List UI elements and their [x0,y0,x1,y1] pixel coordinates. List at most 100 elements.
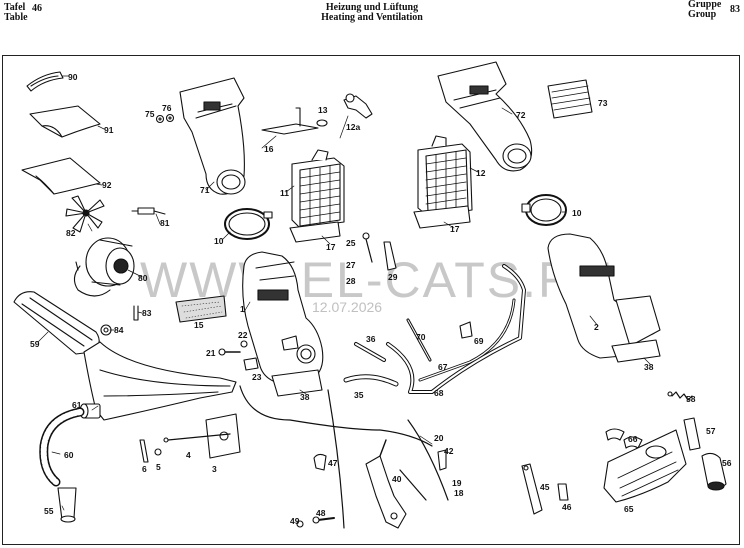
part-23-bracket [243,357,259,371]
label-55: 55 [44,506,54,516]
page-title-de: Heizung und Lüftung [325,2,419,13]
label-60: 60 [64,450,74,460]
part-11-heater-core [289,149,345,243]
label-84: 84 [114,325,124,335]
label-29: 29 [388,272,398,282]
part-2-heater-housing [547,233,661,363]
group-label-en: Group [688,9,717,20]
part-81-resistor [131,207,166,215]
part-5-nut [154,448,162,456]
part-number-labels: 90 91 92 82 81 80 84 83 59 75 76 71 10 1… [30,72,732,526]
label-19: 19 [452,478,462,488]
part-49-washer [296,520,304,528]
label-67: 67 [438,362,448,372]
label-10-left: 10 [214,236,224,246]
label-13: 13 [318,105,328,115]
page-title-en: Heating and Ventilation [321,12,423,23]
label-27: 27 [346,260,356,270]
label-40: 40 [392,474,402,484]
label-1: 1 [240,304,245,314]
label-45: 45 [540,482,550,492]
label-15: 15 [194,320,204,330]
part-1-heater-housing [242,251,324,397]
label-10-right: 10 [572,208,582,218]
part-69-clip [459,321,473,339]
label-28: 28 [346,276,356,286]
label-76: 76 [162,103,172,113]
part-75-76-washers [155,113,175,124]
page-title: Heizung und Lüftung Heating and Ventilat… [0,3,744,23]
label-12: 12 [476,168,486,178]
part-56-cap [701,452,727,491]
part-68-pipe [386,264,526,394]
part-82-fan [65,195,105,233]
part-67-pipe [418,298,516,382]
label-82: 82 [66,228,76,238]
label-69: 69 [474,336,484,346]
label-71: 71 [200,185,210,195]
label-75: 75 [145,109,155,119]
part-65-grille-cover [603,429,687,503]
part-18-cable [399,419,449,501]
label-83: 83 [142,308,152,318]
label-59: 59 [30,339,40,349]
label-49: 49 [290,516,300,526]
label-6: 6 [142,464,147,474]
group-label: Gruppe Group [688,0,721,20]
label-17-right: 17 [450,224,460,234]
label-47: 47 [328,458,338,468]
part-40-control-lever [365,439,407,529]
part-92-plate [21,157,101,195]
part-21-bolt [218,348,241,356]
label-11: 11 [280,188,289,198]
part-59-hose [13,291,100,355]
part-91-plate [29,105,101,138]
part-57-bracket [683,417,701,451]
part-12a-valve [343,93,373,119]
label-61: 61 [72,400,82,410]
part-47-knob [313,453,327,471]
part-45-hinge [521,463,543,515]
label-57: 57 [706,426,716,436]
part-13-clip [316,119,328,127]
label-5: 5 [156,462,161,472]
part-19-cable [327,389,345,529]
table-label-en: Table [4,12,28,23]
label-81: 81 [160,218,170,228]
part-15-filter-pad [175,295,227,323]
label-56: 56 [722,458,732,468]
part-71-air-duct [179,77,246,195]
label-38-left: 38 [300,392,310,402]
part-air-nozzle [83,341,237,421]
part-20-cable [239,385,433,447]
leader-lines [37,75,651,511]
part-73-grille [547,79,593,119]
part-22-nut [240,340,248,348]
label-21: 21 [206,348,216,358]
part-3-valve-plate [205,413,241,459]
label-4: 4 [186,450,191,460]
part-72-air-duct [437,61,533,172]
label-35: 35 [354,390,364,400]
label-3: 3 [212,464,217,474]
label-65: 65 [624,504,634,514]
group-label-de: Gruppe [688,0,722,10]
part-4-rod [163,433,231,443]
group-number: 83 [730,4,740,15]
label-20: 20 [434,433,444,443]
label-12a: 12a [346,122,360,132]
table-label: Tafel Table [4,3,28,23]
label-16: 16 [264,144,274,154]
label-66: 66 [628,434,638,444]
label-23: 23 [252,372,262,382]
label-2: 2 [594,322,599,332]
label-22: 22 [238,330,248,340]
part-48-screw [312,516,335,524]
label-36: 36 [366,334,376,344]
label-18: 18 [454,488,464,498]
part-35-hose [343,374,399,387]
label-48: 48 [316,508,326,518]
diagram-frame [2,55,740,545]
label-73: 73 [598,98,608,108]
